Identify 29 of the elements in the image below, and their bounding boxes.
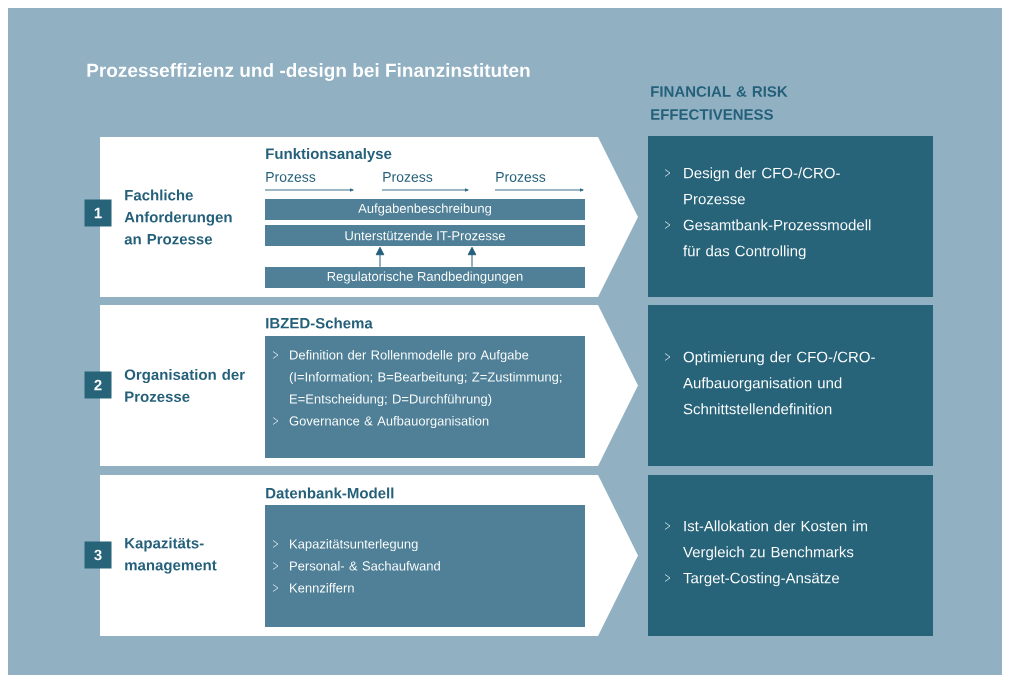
flow-label: Prozess — [266, 172, 316, 182]
arrow — [375, 246, 385, 268]
number-badge: 1 — [84, 199, 112, 227]
row-title: Fachliche Anforderungen an Prozesse — [124, 189, 232, 245]
bullet-text: Personal- & Sachaufwand — [290, 560, 440, 571]
section-heading: Datenbank-Modell — [266, 487, 394, 499]
row-title: Organisation der Prozesse — [124, 369, 245, 402]
title: Prozesseffizienz und -design bei Finanzinstituten — [87, 63, 530, 81]
flow-label: Prozess — [496, 172, 546, 182]
bullet-text: Ist-Allokation der Kosten im Vergleich zu Benchmarks — [683, 520, 868, 561]
column-heading: FINANCIAL & RISK EFFECTIVENESS — [651, 86, 788, 120]
bullet-text: Definition der Rollenmodelle pro Aufgabe (I=Information; B=Bearbeitung; Z=Zustimmung; E=Entscheidung; D=Durchführung) — [289, 349, 562, 407]
bullet-text: Governance & Aufbauorganisation — [289, 415, 489, 429]
flow-label: Prozess — [383, 172, 433, 182]
bullet-text: Target-Costing-Ansätze — [683, 572, 840, 587]
bullet-text: Kapazitätsunterlegung — [290, 538, 418, 552]
bullet-text: Gesamtbank-Prozessmodell für das Controlling — [683, 219, 871, 260]
section-heading: IBZED-Schema — [266, 317, 373, 329]
bar: Regulatorische Randbedingungen — [265, 267, 585, 288]
bullet-text: Optimierung der CFO-/CRO- Aufbauorganisation und Schnittstellendefinition — [683, 351, 875, 415]
row-title: Kapazitäts- management — [125, 537, 217, 574]
bullet-text: Design der CFO-/CRO- Prozesse — [684, 167, 840, 205]
section-heading: Funktionsanalyse — [266, 148, 392, 162]
arrow — [467, 246, 477, 268]
bullet-text: Kennziffern — [290, 582, 354, 593]
number-badge: 3 — [84, 541, 112, 569]
number-badge: 2 — [84, 371, 112, 399]
bar: Unterstützende IT-Prozesse — [265, 225, 585, 246]
bar: Aufgabenbeschreibung — [265, 199, 585, 220]
